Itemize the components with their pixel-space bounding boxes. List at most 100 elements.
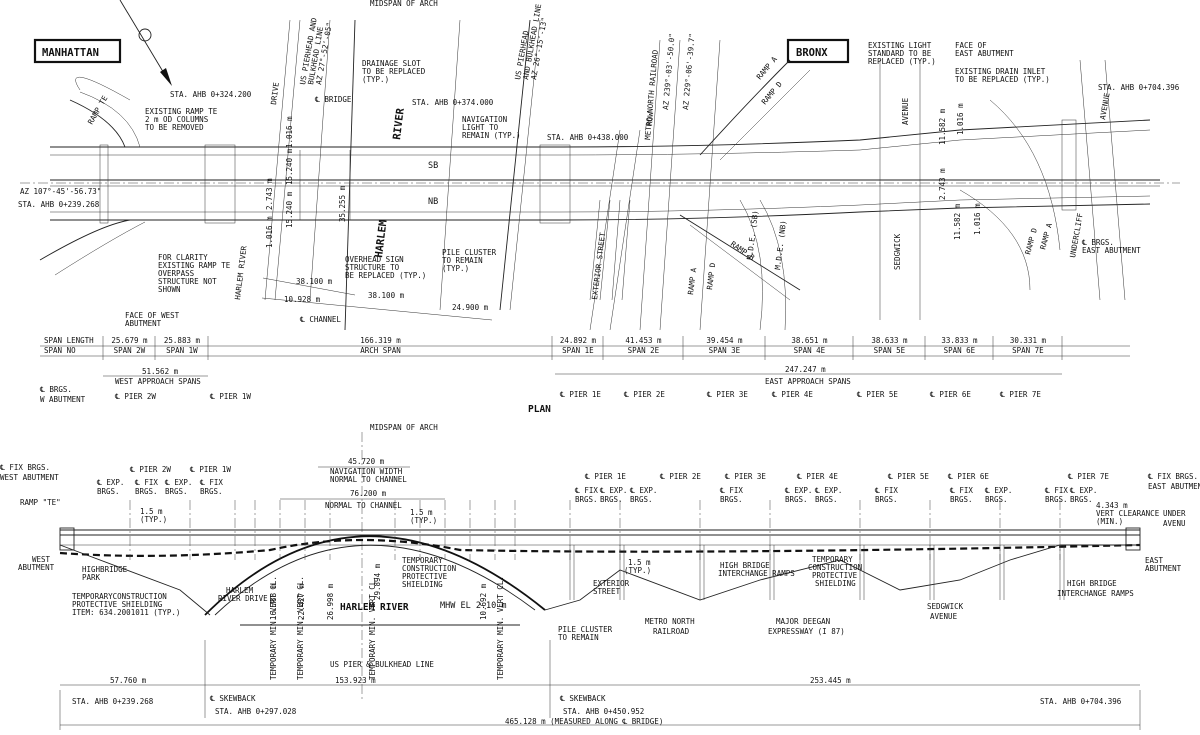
pile-plan-2: TO REMAIN <box>442 256 483 265</box>
sedgwick-plan: SEDGWICK <box>893 233 902 270</box>
bot-sta-239: STA. AHB 0+239.268 <box>72 697 154 706</box>
plan-dim-11582a: 11.582 m <box>938 108 947 145</box>
brgs-label: BRGS. <box>600 495 623 504</box>
bot-sta-704: STA. AHB 0+704.396 <box>1040 697 1122 706</box>
span-name-cell: SPAN 1W <box>166 346 198 355</box>
brgs-label: ℄ FIX <box>134 478 158 487</box>
temp-shield-1: TEMPORARYCONSTRUCTION <box>72 592 167 601</box>
clarity-1: FOR CLARITY <box>158 253 208 262</box>
plan-view: MIDSPAN OF ARCH MANHATTAN BRONX <box>18 0 1180 331</box>
plan-dim-2743b: 2.743 m <box>938 168 947 200</box>
plan-dim-15240a: 15.240 m <box>285 148 294 185</box>
nav-light-2: LIGHT TO <box>462 123 499 132</box>
row-label: ROW <box>645 111 655 126</box>
pile-elev-1: PILE CLUSTER <box>558 625 613 634</box>
face-west-1: FACE OF WEST <box>125 311 180 320</box>
plan-dim-2743a: 2.743 m <box>265 178 274 210</box>
mde-sb: M.D.E. (SB) <box>745 210 760 260</box>
west-approach-label: WEST APPROACH SPANS <box>115 377 201 386</box>
plan-sta-438: STA. AHB 0+438.000 <box>547 133 629 142</box>
brgs-label: ℄ FIX <box>719 486 743 495</box>
brgs-label: ℄ FIX <box>949 486 973 495</box>
height-26998: 26.998 m <box>326 583 335 620</box>
west-abutment <box>59 527 75 551</box>
temp-min-2: TEMPORARY MIN. VERT CL. <box>296 576 305 680</box>
skewback-left: ℄ SKEWBACK <box>209 694 256 703</box>
pier-label: ℄ BRGS. <box>39 385 72 394</box>
span-length-cell: 24.892 m <box>560 336 597 345</box>
river-plan: RIVER <box>391 107 407 141</box>
pier-label: ℄ PIER 6E <box>929 390 971 399</box>
existing-drain-2: TO BE REPLACED (TYP.) <box>955 75 1050 84</box>
typ15-left-2: (TYP.) <box>140 515 167 524</box>
ramp-te-elev: RAMP "TE" <box>20 498 61 507</box>
typ15-right-2: (TYP.) <box>624 566 651 575</box>
harlem-plan: HARLEM <box>373 219 390 258</box>
brgs-label: BRGS. <box>875 495 898 504</box>
temp-min-3: TEMPORARY MIN. VERT CL. <box>368 576 377 680</box>
az-239: AZ 239°-03'-50.0" <box>661 33 677 110</box>
span-length-cell: 25.883 m <box>164 336 201 345</box>
span-length-cell: 25.679 m <box>111 336 148 345</box>
plan-dim-1016b: 1.016 m <box>265 216 274 248</box>
elev-pier-label: ℄ PIER 7E <box>1067 472 1109 481</box>
elev-pier-label: ℄ FIX BRGS. <box>1147 472 1198 481</box>
manhattan-label: MANHATTAN <box>42 47 99 59</box>
ramp-a-plan-3: RAMP A <box>1038 222 1054 251</box>
span-name-cell: SPAN 5E <box>874 346 906 355</box>
elev-pier-label: ℄ PIER 3E <box>724 472 766 481</box>
brgs-label: ℄ FIX <box>1044 486 1068 495</box>
clarity-5: SHOWN <box>158 285 181 294</box>
bronx-box <box>786 38 850 64</box>
typ15-right-1: 1.5 m <box>628 558 651 567</box>
mde-elev-1: MAJOR DEEGAN <box>776 617 830 626</box>
elev-pier-label: ℄ FIX BRGS. <box>0 463 50 472</box>
hb-ramps-a-1: HIGH BRIDGE <box>720 561 770 570</box>
metro-elev-2: RAILROAD <box>653 627 690 636</box>
metro-north-label: METRO NORTH RAILROAD <box>643 49 660 140</box>
manhattan-box <box>33 38 122 64</box>
nb-label: NB <box>428 197 438 207</box>
elev-pier-label: ℄ PIER 2E <box>659 472 701 481</box>
drainage-2: TO BE REPLACED <box>362 67 426 76</box>
plan-midspan-label: MIDSPAN OF ARCH <box>370 0 438 8</box>
plan-sta-239: STA. AHB 0+239.268 <box>18 200 100 209</box>
brgs-label: BRGS. <box>815 495 838 504</box>
hb-ramps-b-1: HIGH BRIDGE <box>1067 579 1117 588</box>
north-arrow-icon <box>119 0 172 86</box>
elev-pier-label: ℄ PIER 6E <box>947 472 989 481</box>
plan-dim-11582b: 11.582 m <box>953 203 962 240</box>
vert-clear-1: 4.343 m <box>1096 501 1128 510</box>
plan-title: PLAN <box>528 404 551 415</box>
elev-pier-label: ℄ PIER 4E <box>796 472 838 481</box>
under-2: AVENU <box>1163 519 1186 528</box>
span-name-cell: SPAN 6E <box>944 346 976 355</box>
pier-label: ℄ PIER 3E <box>706 390 748 399</box>
hrd-2: RIVER DRIVE <box>218 594 268 603</box>
normal-channel-2: NORMAL TO CHANNEL <box>325 501 402 510</box>
brgs-label: BRGS. <box>985 495 1008 504</box>
pier-label: ℄ PIER 1E <box>559 390 601 399</box>
west-abut-2: ABUTMENT <box>18 563 55 572</box>
plan-dim-1016d: 1.016 m <box>973 203 982 235</box>
span-name-cell: SPAN 3E <box>709 346 741 355</box>
temp-constr-a-2: CONSTRUCTION <box>402 564 456 573</box>
sb-label: SB <box>428 161 438 171</box>
az-229: AZ 229°-06'-39.7" <box>681 33 697 110</box>
brgs-label: ℄ EXP. <box>784 486 812 495</box>
plan-dim-10928: 10.928 m <box>284 295 321 304</box>
span-length-cell: 41.453 m <box>625 336 662 345</box>
temp-constr-b-4: SHIELDING <box>815 579 856 588</box>
pier-labels: ℄ BRGS.W ABUTMENT℄ PIER 2W℄ PIER 1W℄ PIE… <box>39 385 1041 404</box>
east-approach-label: EAST APPROACH SPANS <box>765 377 851 386</box>
temp-constr-a-4: SHIELDING <box>402 580 443 589</box>
ramp-a-plan-1: RAMP A <box>686 267 698 295</box>
drive-label: DRIVE <box>269 81 281 105</box>
overhead-3: BE REPLACED (TYP.) <box>345 271 426 280</box>
cl-brgs-east-1: ℄ BRGS. <box>1081 238 1114 247</box>
existing-drain-1: EXISTING DRAIN INLET <box>955 67 1046 76</box>
brgs-label: BRGS. <box>630 495 653 504</box>
ramp-d-plan-2: RAMP D <box>760 79 785 106</box>
plan-dim-38100a: 38.100 m <box>296 277 333 286</box>
nav-width-3: NORMAL TO CHANNEL <box>330 475 407 484</box>
